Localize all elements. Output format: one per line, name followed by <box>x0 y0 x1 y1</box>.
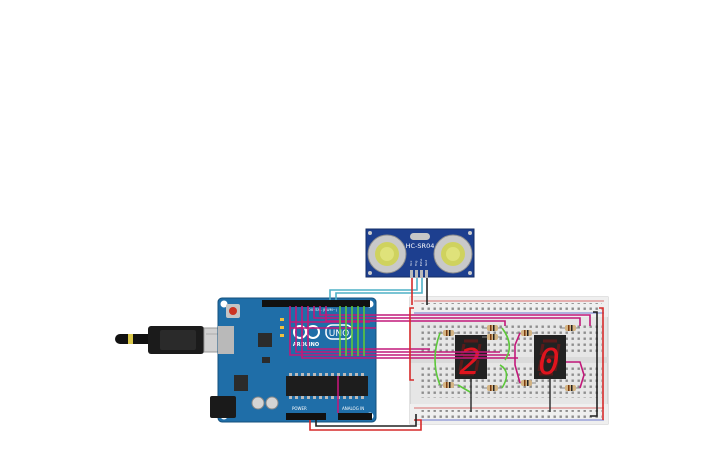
resistor[interactable] <box>438 382 458 388</box>
arduino-uno-board[interactable]: UNO ARDUINO DIGITAL (PWM~) POWER ANALOG … <box>210 297 377 423</box>
analog-header <box>338 413 372 420</box>
resistor[interactable] <box>560 325 580 331</box>
wire-seg[interactable] <box>301 306 518 359</box>
analog-label: ANALOG IN <box>342 406 364 411</box>
sensor-pin-trig: Trig <box>414 261 418 267</box>
wire-jumper-green[interactable] <box>434 332 441 386</box>
crystal <box>410 233 430 240</box>
digit-1-value: 2 <box>459 342 481 383</box>
sensor-pin-vcc: Vcc <box>409 260 413 266</box>
wire-seg[interactable] <box>307 306 430 350</box>
power-jack <box>210 396 236 418</box>
digit-2-value: 0 <box>538 342 560 383</box>
wire-trig[interactable] <box>329 278 418 300</box>
usb-cable <box>115 326 233 354</box>
resistor[interactable] <box>482 385 502 391</box>
sensor-model-label: HC-SR04 <box>406 242 435 250</box>
wire-power-gnd[interactable] <box>315 414 417 427</box>
resistor[interactable] <box>560 385 580 391</box>
atmega-chip <box>286 376 368 396</box>
wire-jumper[interactable] <box>566 361 585 389</box>
uno-label: UNO <box>329 329 349 339</box>
resistor[interactable] <box>482 334 502 340</box>
arduino-brand-label: ARDUINO <box>293 342 319 348</box>
wire-jumper-green[interactable] <box>499 364 508 389</box>
breadboard[interactable] <box>409 296 609 425</box>
digit-ghost-1 <box>458 339 482 376</box>
digital-header <box>262 300 370 307</box>
wire-rail-black[interactable] <box>590 311 598 417</box>
digital-label: DIGITAL (PWM~) <box>308 308 338 312</box>
wire-power-5v[interactable] <box>309 419 422 431</box>
digit-ghost-2 <box>537 339 561 376</box>
transducer-right <box>433 234 473 274</box>
wire-seg[interactable] <box>313 306 581 326</box>
power-label: POWER <box>292 406 307 411</box>
wire-jumper[interactable] <box>514 332 521 384</box>
wire-seg[interactable] <box>319 306 591 326</box>
sensor-pin-echo: Echo <box>419 259 423 266</box>
wire-rail-left-red[interactable] <box>409 307 414 381</box>
wire-rail-red[interactable] <box>599 307 604 420</box>
wires <box>289 278 604 431</box>
power-header <box>286 413 326 420</box>
ultrasonic-sensor[interactable]: HC-SR04 Vcc Trig Echo Gnd <box>365 228 475 278</box>
wire-echo[interactable] <box>335 278 423 300</box>
arduino-logo <box>293 325 320 339</box>
sensor-pin-gnd: Gnd <box>424 260 428 266</box>
wire-seg[interactable] <box>325 306 506 326</box>
seven-segment-display-2[interactable]: 0 <box>534 335 566 412</box>
resistor[interactable] <box>482 325 502 331</box>
resistor[interactable] <box>438 330 458 336</box>
wire-jumper-green[interactable] <box>501 327 511 361</box>
seven-segment-display-1[interactable]: 2 <box>455 335 487 412</box>
wire-jumper-green[interactable] <box>457 384 471 393</box>
transducer-left <box>367 234 407 274</box>
resistors[interactable] <box>438 325 580 391</box>
